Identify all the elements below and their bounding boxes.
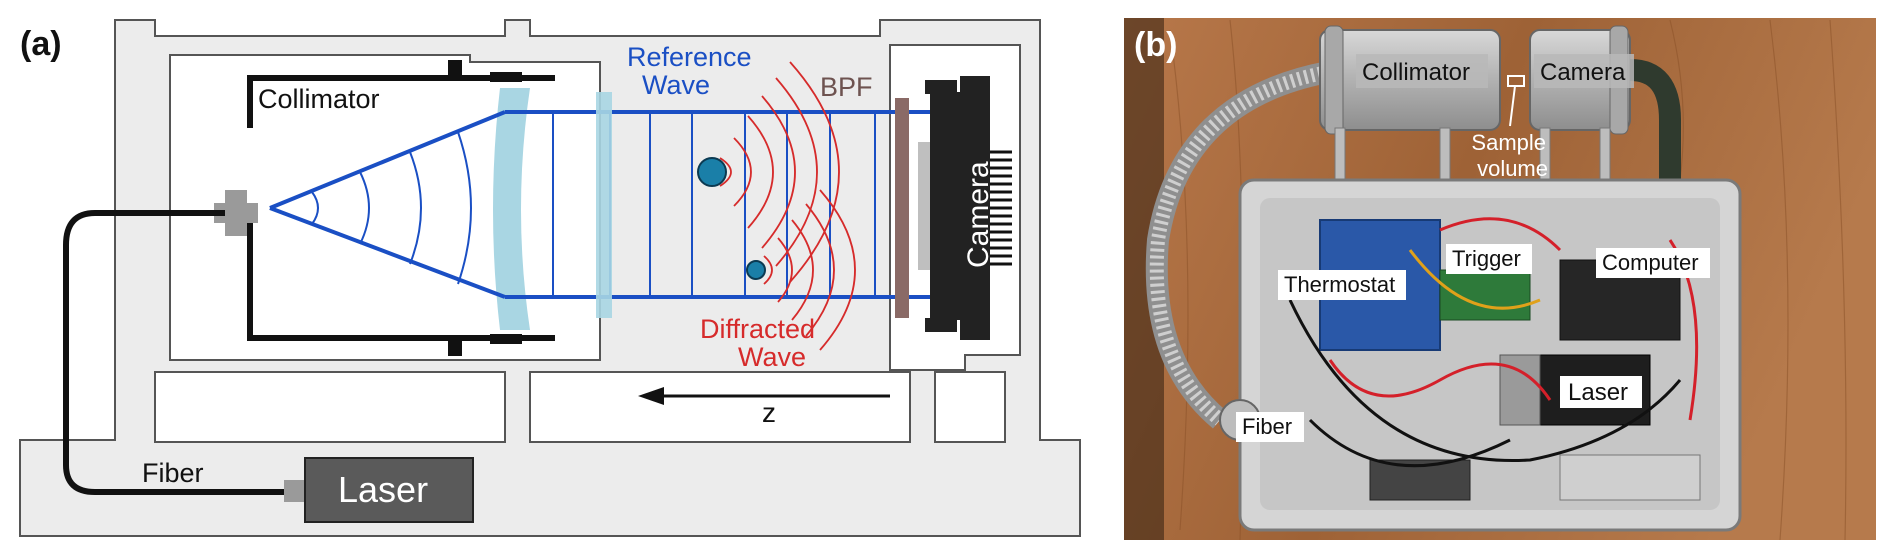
- fiber-cable: [63, 210, 286, 495]
- photo-fiber-label: Fiber: [1242, 414, 1292, 439]
- photo-laser-label: Laser: [1568, 379, 1628, 406]
- trigger-label-bg: [1446, 244, 1532, 274]
- instrument-photo-panel: (b) Collimator Camera Sample volume Trig…: [1124, 18, 1876, 541]
- particle-small: [746, 260, 766, 280]
- diffracted-wave-label-line2: Wave: [738, 342, 806, 372]
- camera-body: [918, 76, 1012, 340]
- camera-label: Camera: [962, 161, 995, 268]
- z-axis-label: z: [762, 397, 776, 428]
- sample-volume-label-line2: volume: [1477, 156, 1548, 181]
- photo-labels: [1236, 54, 1710, 442]
- bpf-label: BPF: [820, 72, 873, 102]
- fiber-connector: [214, 190, 258, 236]
- housing-slot-left: [154, 371, 506, 443]
- spherical-wavefronts: [311, 131, 472, 285]
- collimator-flange: [1324, 25, 1344, 135]
- photo-collimator-label: Collimator: [1362, 59, 1470, 86]
- panel-a-tag: (a): [20, 25, 62, 63]
- photo-camera-label: Camera: [1540, 59, 1626, 86]
- housing-slot-mid: [529, 371, 911, 443]
- housing-window: [596, 92, 612, 318]
- reference-wave-label-line1: Reference: [627, 42, 752, 72]
- bpf-filter: [895, 98, 909, 318]
- diffracted-waves: [719, 61, 856, 351]
- collimator-mounts: [448, 60, 522, 356]
- z-axis-arrowhead: [638, 387, 664, 405]
- power-supply: [1559, 454, 1701, 501]
- thermostat-label-bg: [1278, 270, 1406, 300]
- trigger-board: [1439, 269, 1531, 321]
- photo-thermostat-label: Thermostat: [1284, 272, 1395, 297]
- collimator-label: Collimator: [258, 84, 380, 114]
- panel-b-tag: (b): [1134, 26, 1177, 64]
- computer-label-bg: [1596, 248, 1710, 278]
- sample-volume-marker: [1507, 75, 1525, 87]
- sample-volume-label-line1: Sample: [1471, 130, 1546, 155]
- diverging-beam: [269, 110, 506, 299]
- housing-slot-right: [934, 371, 1006, 443]
- fiber-label: Fiber: [142, 458, 204, 488]
- particle-large: [697, 157, 727, 187]
- schematic-panel: (a) Collimator Reference Wave BPF Camera…: [19, 19, 1081, 537]
- camera-label-bg: [1534, 54, 1634, 88]
- camera-cable: [1629, 59, 1681, 180]
- housing-inner-left: [169, 54, 601, 361]
- photo-computer-label: Computer: [1602, 250, 1699, 275]
- laser-label: Laser: [338, 469, 428, 510]
- collimating-lens: [493, 88, 530, 330]
- diffracted-wave-label-line1: Diffracted: [700, 314, 815, 344]
- collimator-body: [247, 75, 555, 341]
- collimator-label-bg: [1356, 54, 1488, 88]
- laser-connector: [284, 480, 306, 502]
- fiber-label-bg: [1236, 412, 1304, 442]
- photo-trigger-label: Trigger: [1452, 246, 1521, 271]
- laser-label-bg: [1560, 376, 1642, 408]
- laser-box: [304, 457, 474, 523]
- reference-beam-edges: [505, 110, 935, 299]
- sample-volume-leader: [1509, 85, 1516, 127]
- reference-wave-label-line2: Wave: [642, 70, 710, 100]
- flexible-conduit-ribs: [1149, 65, 1330, 426]
